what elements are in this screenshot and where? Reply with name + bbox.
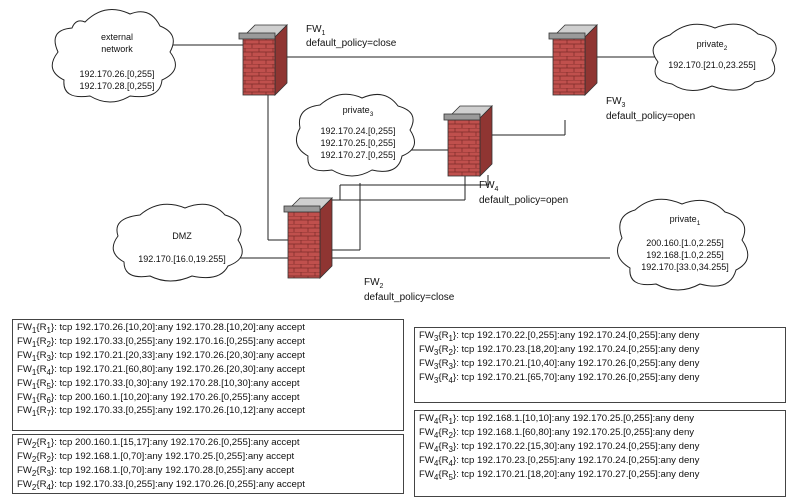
fw3-rule-4: FW3{R4}: tcp 192.170.21.[65,70]:any 192.… — [419, 371, 700, 385]
fw1-rule-6: FW1{R6}: tcp 200.160.1.[10,20]:any 192.1… — [17, 391, 300, 405]
external-range-1: 192.170.26.[0,255] — [79, 69, 154, 79]
private3-range-3: 192.170.27.[0,255] — [320, 150, 395, 160]
fw4-rule-2: FW4{R2}: tcp 192.168.1.[60,80]:any 192.1… — [419, 426, 695, 440]
fw3-rule-2: FW3{R2}: tcp 192.170.23.[18,20]:any 192.… — [419, 343, 700, 357]
fw3-policy: default_policy=open — [606, 111, 695, 122]
fw1-rule-5: FW1{R5}: tcp 192.170.33.[0,30]:any 192.1… — [17, 377, 300, 391]
private2-title: private2 — [697, 39, 728, 52]
cloud-private-3 — [295, 93, 415, 177]
dmz-title: DMZ — [172, 231, 192, 241]
private2-range-1: 192.170.[21.0,23.255] — [668, 60, 756, 70]
cloud-external-network — [51, 9, 176, 103]
cloud-private-1 — [617, 198, 749, 291]
external-title-2: network — [101, 44, 133, 54]
fw1-rule-2: FW1{R2}: tcp 192.170.33.[0,255]:any 192.… — [17, 335, 305, 349]
fw2-rule-1: FW2{R1}: tcp 200.160.1.[15,17]:any 192.1… — [17, 437, 300, 450]
private1-title: private1 — [670, 214, 701, 227]
external-range-2: 192.170.28.[0,255] — [79, 81, 154, 91]
fw2-name: FW2 — [364, 277, 384, 290]
private1-range-3: 192.170.[33.0,34.255] — [641, 262, 729, 272]
fw4-rules-box: FW4{R1}: tcp 192.168.1.[10,10]:any 192.1… — [414, 410, 786, 497]
private3-range-1: 192.170.24.[0,255] — [320, 126, 395, 136]
cloud-dmz — [112, 203, 243, 282]
fw1-rule-4: FW1{R4}: tcp 192.170.21.[60,80]:any 192.… — [17, 363, 305, 377]
fw3-name: FW3 — [606, 96, 626, 109]
fw4-rule-5: FW4{R5}: tcp 192.170.21.[18,20]:any 192.… — [419, 468, 700, 482]
fw4-rule-4: FW4{R4}: tcp 192.170.23.[0,255]:any 192.… — [419, 454, 700, 468]
firewall-2-icon — [283, 197, 333, 279]
fw1-rules-box: FW1{R1}: tcp 192.170.26.[10,20]:any 192.… — [12, 319, 404, 431]
private1-range-1: 200.160.[1.0,2.255] — [646, 238, 724, 248]
fw4-policy: default_policy=open — [479, 195, 568, 206]
fw1-rule-3: FW1{R3}: tcp 192.170.21.[20,33]:any 192.… — [17, 349, 305, 363]
fw2-rule-3: FW2{R3}: tcp 192.168.1.[0,70]:any 192.17… — [17, 464, 295, 478]
fw2-rule-2: FW2{R2}: tcp 192.168.1.[0,70]:any 192.17… — [17, 450, 295, 464]
fw3-rule-3: FW3{R3}: tcp 192.170.21.[10,40]:any 192.… — [419, 357, 700, 371]
firewall-1-icon — [238, 24, 288, 96]
private1-range-2: 192.168.[1.0,2.255] — [646, 250, 724, 260]
private3-title: private3 — [343, 105, 374, 118]
firewall-4-icon — [443, 105, 493, 177]
dmz-range-1: 192.170.[16.0,19.255] — [138, 254, 226, 264]
network-diagram: external network 192.170.26.[0,255] 192.… — [51, 9, 777, 303]
external-title: external — [101, 32, 133, 42]
fw1-rule-1: FW1{R1}: tcp 192.170.26.[10,20]:any 192.… — [17, 322, 305, 335]
firewall-3-icon — [548, 24, 598, 96]
fw3-rule-1: FW3{R1}: tcp 192.170.22.[0,255]:any 192.… — [419, 330, 700, 343]
fw1-name: FW1 — [306, 24, 326, 37]
fw3-rules-box: FW3{R1}: tcp 192.170.22.[0,255]:any 192.… — [414, 327, 786, 403]
fw1-policy: default_policy=close — [306, 38, 397, 49]
cloud-private-2 — [652, 23, 777, 91]
fw4-rule-3: FW4{R3}: tcp 192.170.22.[15,30]:any 192.… — [419, 440, 700, 454]
private3-range-2: 192.170.25.[0,255] — [320, 138, 395, 148]
fw4-name: FW4 — [479, 180, 499, 193]
fw2-rules-box: FW2{R1}: tcp 200.160.1.[15,17]:any 192.1… — [12, 434, 404, 494]
fw1-rule-7: FW1{R7}: tcp 192.170.33.[0,255]:any 192.… — [17, 405, 305, 419]
fw2-policy: default_policy=close — [364, 292, 455, 303]
fw4-rule-1: FW4{R1}: tcp 192.168.1.[10,10]:any 192.1… — [419, 413, 695, 426]
fw2-rule-4: FW2{R4}: tcp 192.170.33.[0,255]:any 192.… — [17, 478, 305, 492]
